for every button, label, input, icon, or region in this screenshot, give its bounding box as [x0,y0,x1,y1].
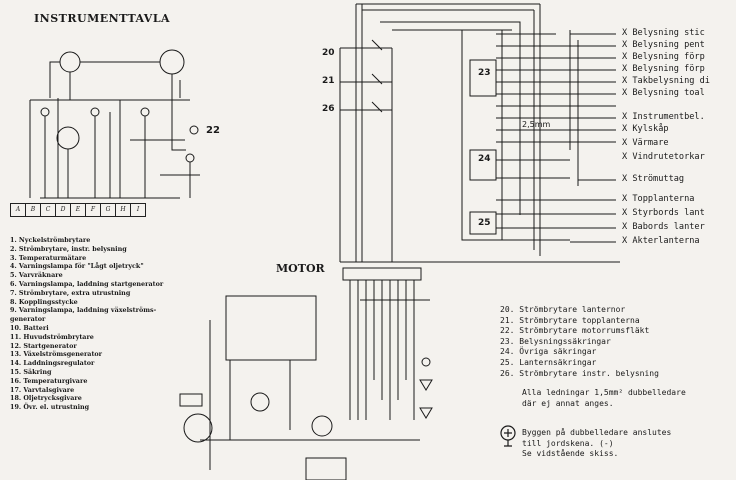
legend-item: 12. Startgenerator [10,341,77,350]
legend-item: 17. Varvtalsgivare [10,385,75,394]
motor-wiring [179,267,433,480]
legend-item: 19. Övr. el. utrustning [10,403,90,412]
legend-item: 15. Säkring [10,367,52,376]
terminal-g: G [100,203,116,217]
legend-item: 2. Strömbrytare, instr. belysning [10,244,127,253]
legend-item: 3. Temperaturmätare [10,253,87,262]
main-harness-wiring [339,3,620,301]
terminal-d: D [55,203,71,217]
output-item: X Belysning stic [622,28,705,38]
legend-item: 20. Strömbrytare lanternor [500,305,626,314]
legend-item: 16. Temperaturgivare [10,376,88,385]
legend-item: 13. Växelströmsgenerator [10,350,103,359]
terminal-a: A [10,203,26,217]
legend-item: 4. Varningslampa för "Lågt oljetryck" [10,262,144,271]
fuse-box-24-label: 24 [478,154,491,164]
output-item: X Belysning förp [622,64,705,74]
ref-22-label: 22 [206,125,220,136]
terminal-strip: A B C D E F G H I [10,203,146,217]
legend-item: 7. Strömbrytare, extra utrustning [10,288,131,297]
legend-item: 22. Strömbrytare motorrumsfläkt [500,326,650,336]
switch-fuse-legend: 20. Strömbrytare lanternor 21. Strömbryt… [500,305,659,379]
legend-item: 10. Batteri [10,323,49,332]
legend-item: generator [10,315,46,324]
output-item: X Babords lanter [622,222,705,232]
output-item: X Strömuttag [622,174,685,184]
legend-item: 5. Varvräknare [10,271,63,280]
legend-item: 14. Laddningsregulator [10,359,95,368]
switch-21-label: 21 [322,76,335,86]
legend-item: 11. Huvudströmbrytare [10,332,94,341]
wire-note-line: Alla ledningar 1,5mm² dubbelledare [522,388,686,397]
output-item: X Styrbords lant [622,208,705,218]
output-item: X Instrumentbel. [622,112,705,122]
output-item: X Takbelysning di [622,76,710,86]
legend-item: 24. Övriga säkringar [500,347,597,357]
legend-item: 9. Varningslampa, laddning växelströms- [10,306,157,315]
motor-title: MOTOR [276,262,325,275]
output-item: X Akterlanterna [622,236,700,246]
component-legend: 1. Nyckelströmbrytare 2. Strömbrytare, i… [10,236,163,412]
output-item: X Belysning toal [622,88,705,98]
output-item: X Vindrutetorkar [622,152,705,162]
hull-note-line: till jordskena. (-) [522,438,614,448]
terminal-h: H [115,203,131,217]
output-item: X Topplanterna [622,194,695,204]
output-item: X Värmare [622,138,669,148]
terminal-c: C [40,203,56,217]
terminal-b: B [25,203,41,217]
fuse-box-25-label: 25 [478,218,491,228]
hull-note-line: Byggen på dubbelledare anslutes [522,428,672,437]
hull-note: Byggen på dubbelledare anslutes till jor… [522,428,671,460]
terminal-f: F [85,203,101,217]
instrument-panel-title: INSTRUMENTTAVLA [34,12,171,25]
fuse-box-23-label: 23 [478,68,491,78]
legend-item: 1. Nyckelströmbrytare [10,236,91,244]
hull-note-line: Se vidstående skiss. [522,449,619,458]
wire-size-label: 2,5mm [522,120,551,129]
output-item: X Kylskåp [622,124,669,134]
wire-note-line: där ej annat anges. [522,398,614,408]
ground-polarity-icon [500,425,516,447]
legend-item: 6. Varningslampa, laddning startgenerato… [10,279,164,288]
switch-26-label: 26 [322,104,335,114]
legend-item: 8. Kopplingsstycke [10,297,78,306]
switch-20-label: 20 [322,48,335,58]
legend-item: 23. Belysningssäkringar [500,336,611,346]
instrument-panel-wiring [29,49,200,199]
wire-note: Alla ledningar 1,5mm² dubbelledare där e… [522,388,686,409]
output-item: X Belysning pent [622,40,705,50]
output-item: X Belysning förp [622,52,705,62]
legend-item: 18. Oljetrycksgivare [10,394,82,403]
terminal-e: E [70,203,86,217]
legend-item: 26. Strömbrytare instr. belysning [500,368,659,378]
legend-item: 25. Lanternsäkringar [500,357,597,367]
terminal-i: I [130,203,146,217]
legend-item: 21. Strömbrytare topplanterna [500,315,640,325]
